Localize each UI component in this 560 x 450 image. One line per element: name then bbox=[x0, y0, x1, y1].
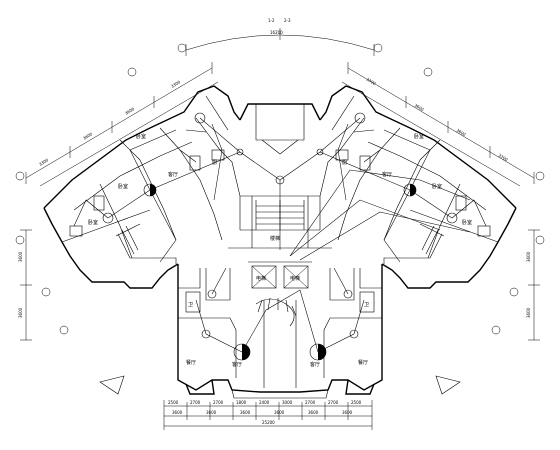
room-label: 厨 bbox=[212, 160, 217, 166]
arc-dim-right: 3300 bbox=[365, 77, 377, 87]
room-label: 客厅 bbox=[310, 361, 320, 368]
arc-dim-right: 3300 bbox=[497, 153, 509, 163]
room-label: 餐厅 bbox=[358, 359, 368, 366]
bottom-dim: 2700 bbox=[328, 400, 339, 405]
side-dim-left: 3600 bbox=[18, 251, 23, 262]
title-mark: 1-2 bbox=[268, 18, 275, 23]
arc-dim-left: 3600 bbox=[82, 131, 94, 141]
room-label: 客厅 bbox=[168, 171, 178, 178]
bottom-dim: 2700 bbox=[190, 400, 201, 405]
side-dim-left: 3600 bbox=[18, 307, 23, 318]
arc-dim-right: 3600 bbox=[455, 128, 467, 138]
bottom-dim-mid: 3600 bbox=[172, 410, 183, 415]
bottom-dim: 2700 bbox=[305, 400, 316, 405]
side-dim-right: 3600 bbox=[526, 251, 531, 262]
room-label: 楼梯 bbox=[270, 235, 280, 242]
room-label: 厨 bbox=[342, 160, 347, 166]
room-labels: 卧室 卧室 客厅 卧室 卧室 客厅 卧室 卧室 客厅 客厅 卫 卫 厨 厨 电梯… bbox=[88, 133, 472, 368]
bottom-dim-mid: 3600 bbox=[274, 410, 285, 415]
dimension-lines bbox=[15, 28, 545, 430]
bottom-dim: 2700 bbox=[213, 400, 224, 405]
room-label: 卧室 bbox=[136, 133, 146, 140]
bottom-dim-mid: 3600 bbox=[342, 410, 353, 415]
room-label: 卧室 bbox=[414, 133, 424, 140]
side-dim-right: 3600 bbox=[526, 307, 531, 318]
arc-dim-left: 3300 bbox=[170, 79, 182, 89]
bottom-dim: 2500 bbox=[351, 400, 362, 405]
room-label: 卧室 bbox=[462, 219, 472, 226]
bottom-dim-mid: 3600 bbox=[206, 410, 217, 415]
room-label: 客厅 bbox=[382, 171, 392, 178]
bottom-dim: 1800 bbox=[236, 400, 247, 405]
room-label: 卧室 bbox=[118, 183, 128, 190]
fixtures bbox=[69, 149, 491, 313]
room-label: 电梯 bbox=[290, 275, 300, 282]
arc-dim-right: 3600 bbox=[413, 103, 425, 113]
room-label: 客厅 bbox=[232, 361, 242, 368]
wiring bbox=[73, 117, 487, 353]
title-mark: 2-3 bbox=[284, 18, 291, 23]
dimension-labels: 16200 1-2 2-3 3300 3600 3600 3300 3300 3… bbox=[18, 18, 531, 425]
bottom-dim-mid: 3600 bbox=[308, 410, 319, 415]
arc-dim-left: 3600 bbox=[124, 106, 136, 116]
arc-dim-left: 3300 bbox=[38, 157, 50, 167]
bottom-dim: 2400 bbox=[259, 400, 270, 405]
room-label: 卫 bbox=[188, 302, 193, 308]
bottom-dim: 2500 bbox=[168, 400, 179, 405]
room-label: 餐厅 bbox=[186, 359, 196, 366]
bottom-dim-mid: 3600 bbox=[240, 410, 251, 415]
room-label: 卧室 bbox=[88, 219, 98, 226]
room-label: 卧室 bbox=[432, 183, 442, 190]
exterior-walls bbox=[43, 85, 517, 399]
room-label: 电梯 bbox=[256, 275, 266, 282]
top-dim: 16200 bbox=[270, 30, 283, 35]
bottom-total: 25200 bbox=[262, 420, 275, 425]
bottom-dim: 3000 bbox=[282, 400, 293, 405]
room-label: 卫 bbox=[364, 302, 369, 308]
